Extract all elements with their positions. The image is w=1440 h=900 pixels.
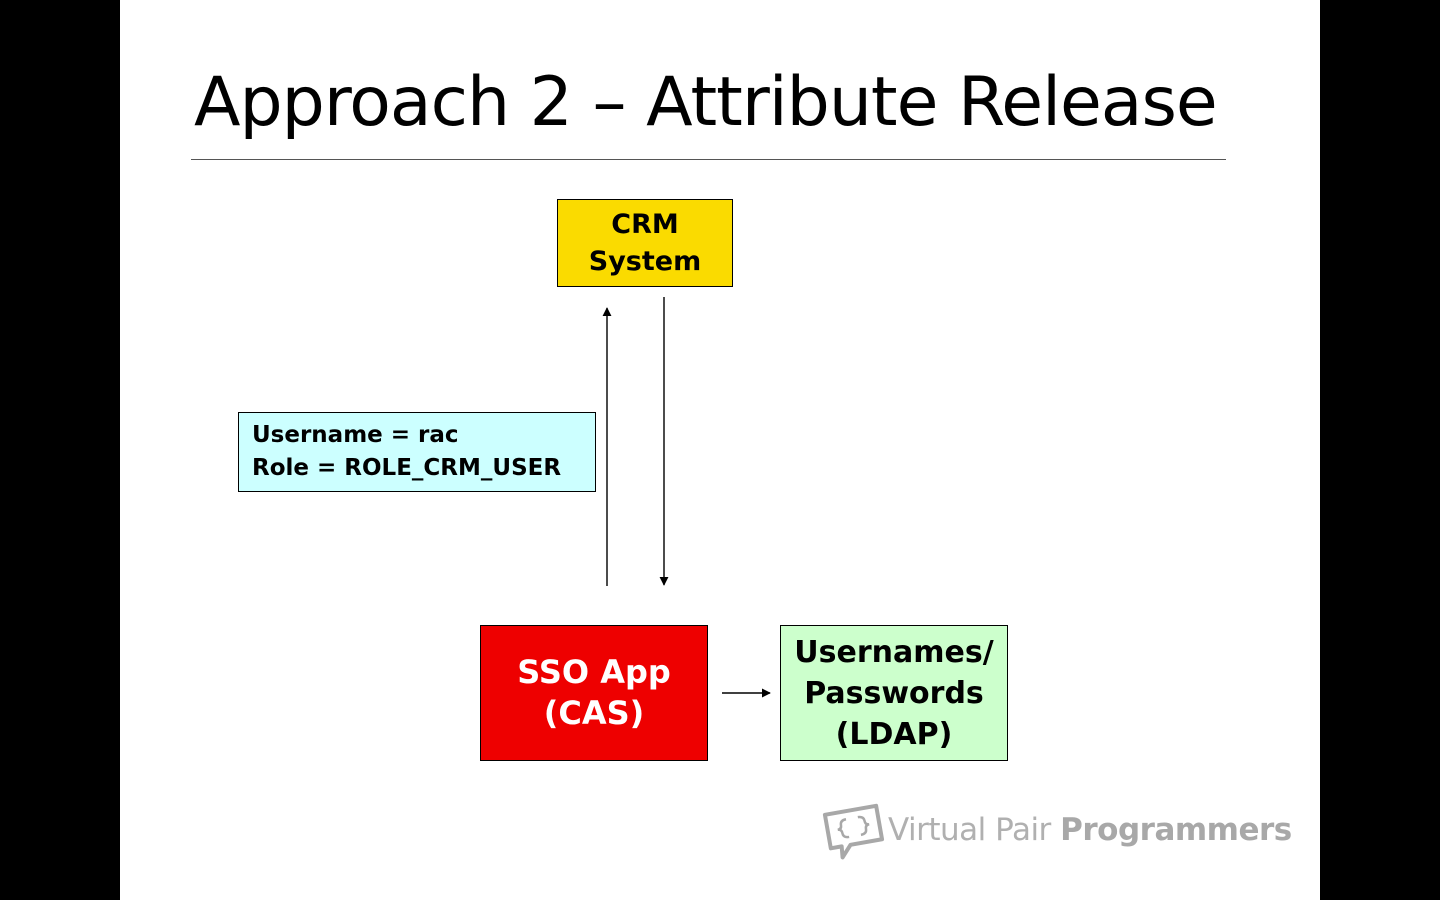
released-attributes-label: Username = rac Role = ROLE_CRM_USER <box>252 419 561 485</box>
sso-line-1: SSO App <box>517 653 671 691</box>
slide: Approach 2 – Attribute Release CRM Syste… <box>120 0 1320 900</box>
crm-line-1: CRM <box>611 209 679 240</box>
title-divider <box>191 159 1226 160</box>
released-attributes-box: Username = rac Role = ROLE_CRM_USER <box>238 412 596 492</box>
crm-system-label: CRM System <box>589 206 701 280</box>
sso-app-box: SSO App (CAS) <box>480 625 708 761</box>
crm-line-2: System <box>588 246 702 277</box>
sso-app-label: SSO App (CAS) <box>517 652 671 734</box>
ldap-line-2: Passwords <box>804 675 984 711</box>
watermark-text: Virtual Pair Programmers <box>888 812 1292 848</box>
attribute-username: Username = rac <box>252 422 459 448</box>
crm-system-box: CRM System <box>557 199 733 287</box>
watermark-name-light: Virtual Pair <box>888 812 1061 848</box>
ldap-line-3: (LDAP) <box>835 716 953 752</box>
ldap-box: Usernames/ Passwords (LDAP) <box>780 625 1008 761</box>
sso-line-2: (CAS) <box>543 694 645 732</box>
slide-title: Approach 2 – Attribute Release <box>194 63 1218 142</box>
connector-layer <box>602 297 771 698</box>
attribute-role: Role = ROLE_CRM_USER <box>252 455 562 481</box>
ldap-line-1: Usernames/ <box>794 634 994 670</box>
speech-bubble-brackets-icon <box>822 803 885 860</box>
watermark: Virtual Pair Programmers <box>822 800 1292 860</box>
ldap-label: Usernames/ Passwords (LDAP) <box>794 632 993 755</box>
watermark-name-bold: Programmers <box>1060 812 1292 848</box>
